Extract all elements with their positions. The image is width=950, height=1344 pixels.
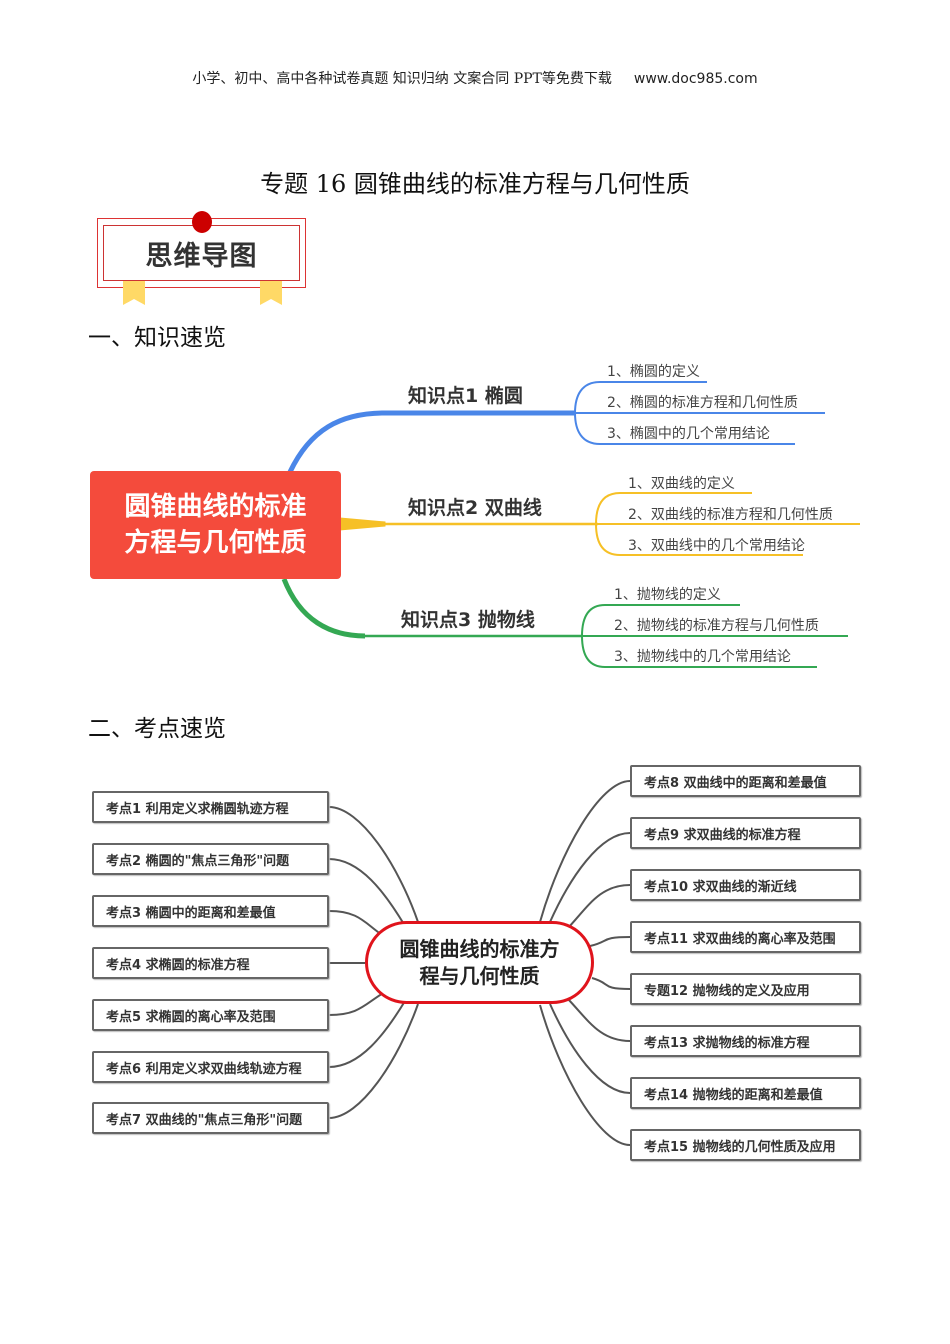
branch-label: 知识点3 抛物线 xyxy=(401,609,535,631)
sub-bracket xyxy=(573,381,825,445)
pin-icon xyxy=(192,211,212,233)
connector-line xyxy=(549,1003,631,1094)
sub-bracket xyxy=(580,604,848,668)
connector-line xyxy=(539,780,631,923)
topic-box: 专题12 抛物线的定义及应用 xyxy=(630,973,861,1005)
sub-item: 1、抛物线的定义 xyxy=(614,587,721,603)
connector-line xyxy=(328,806,419,923)
topic-box: 考点5 求椭圆的离心率及范围 xyxy=(92,999,329,1031)
sub-item: 2、双曲线的标准方程和几何性质 xyxy=(628,507,833,523)
badge-label: 思维导图 xyxy=(103,225,300,281)
sub-item: 3、椭圆中的几个常用结论 xyxy=(607,426,770,442)
sub-item: 3、双曲线中的几个常用结论 xyxy=(628,538,805,554)
root-label: 圆锥曲线的标准方程与几何性质 xyxy=(399,936,560,988)
topic-box: 考点2 椭圆的"焦点三角形"问题 xyxy=(92,843,329,875)
section-heading: 一、知识速览 xyxy=(88,325,226,351)
topic-box: 考点9 求双曲线的标准方程 xyxy=(630,817,861,849)
connector-line xyxy=(549,832,631,923)
connector-line xyxy=(328,1003,419,1119)
connector-line xyxy=(328,991,386,1016)
topic-box: 考点11 求双曲线的离心率及范围 xyxy=(630,921,861,953)
sub-item: 2、椭圆的标准方程和几何性质 xyxy=(607,395,798,411)
branch-line xyxy=(281,578,366,639)
sub-item: 1、双曲线的定义 xyxy=(628,476,735,492)
connector-line xyxy=(591,977,631,990)
ribbon-icon xyxy=(123,281,145,305)
mindmap-root: 圆锥曲线的标准方程与几何性质 xyxy=(365,921,594,1004)
header-url[interactable]: www.doc985.com xyxy=(633,71,758,87)
sub-item: 1、椭圆的定义 xyxy=(607,364,700,380)
topic-box: 考点1 利用定义求椭圆轨迹方程 xyxy=(92,791,329,823)
connector-line xyxy=(567,884,631,929)
sub-item: 3、抛物线中的几个常用结论 xyxy=(614,649,791,665)
branch-label: 知识点2 双曲线 xyxy=(408,497,542,519)
topic-box: 考点4 求椭圆的标准方程 xyxy=(92,947,329,979)
sub-item: 2、抛物线的标准方程与几何性质 xyxy=(614,618,819,634)
topic-box: 考点7 双曲线的"焦点三角形"问题 xyxy=(92,1102,329,1134)
mindmap-root: 圆锥曲线的标准方程与几何性质 xyxy=(90,471,341,579)
branch-label: 知识点1 椭圆 xyxy=(408,385,523,407)
header-text: 小学、初中、高中各种试卷真题 知识归纳 文案合同 PPT等免费下载 xyxy=(192,71,612,87)
mindmap-badge: 思维导图 xyxy=(97,211,306,305)
topic-box: 考点10 求双曲线的渐近线 xyxy=(630,869,861,901)
page-header: 小学、初中、高中各种试卷真题 知识归纳 文案合同 PPT等免费下载 www.doc… xyxy=(0,68,950,88)
topic-box: 考点14 抛物线的距离和差最值 xyxy=(630,1077,861,1109)
page-title: 专题 16 圆锥曲线的标准方程与几何性质 xyxy=(260,170,690,198)
root-label: 圆锥曲线的标准方程与几何性质 xyxy=(124,492,307,558)
connector-line xyxy=(539,1004,631,1146)
branch-line xyxy=(339,517,386,531)
connector-line xyxy=(567,998,631,1042)
topic-box: 考点6 利用定义求双曲线轨迹方程 xyxy=(92,1051,329,1083)
sub-bracket xyxy=(594,492,860,556)
connector-line xyxy=(328,858,406,927)
section-heading: 二、考点速览 xyxy=(88,716,226,742)
connector-line xyxy=(589,936,631,947)
topic-box: 考点13 求抛物线的标准方程 xyxy=(630,1025,861,1057)
ribbon-icon xyxy=(260,281,282,305)
topic-box: 考点8 双曲线中的距离和差最值 xyxy=(630,765,861,797)
connector-line xyxy=(328,1000,406,1068)
topic-box: 考点3 椭圆中的距离和差最值 xyxy=(92,895,329,927)
topic-box: 考点15 抛物线的几何性质及应用 xyxy=(630,1129,861,1161)
branch-line xyxy=(287,410,575,474)
